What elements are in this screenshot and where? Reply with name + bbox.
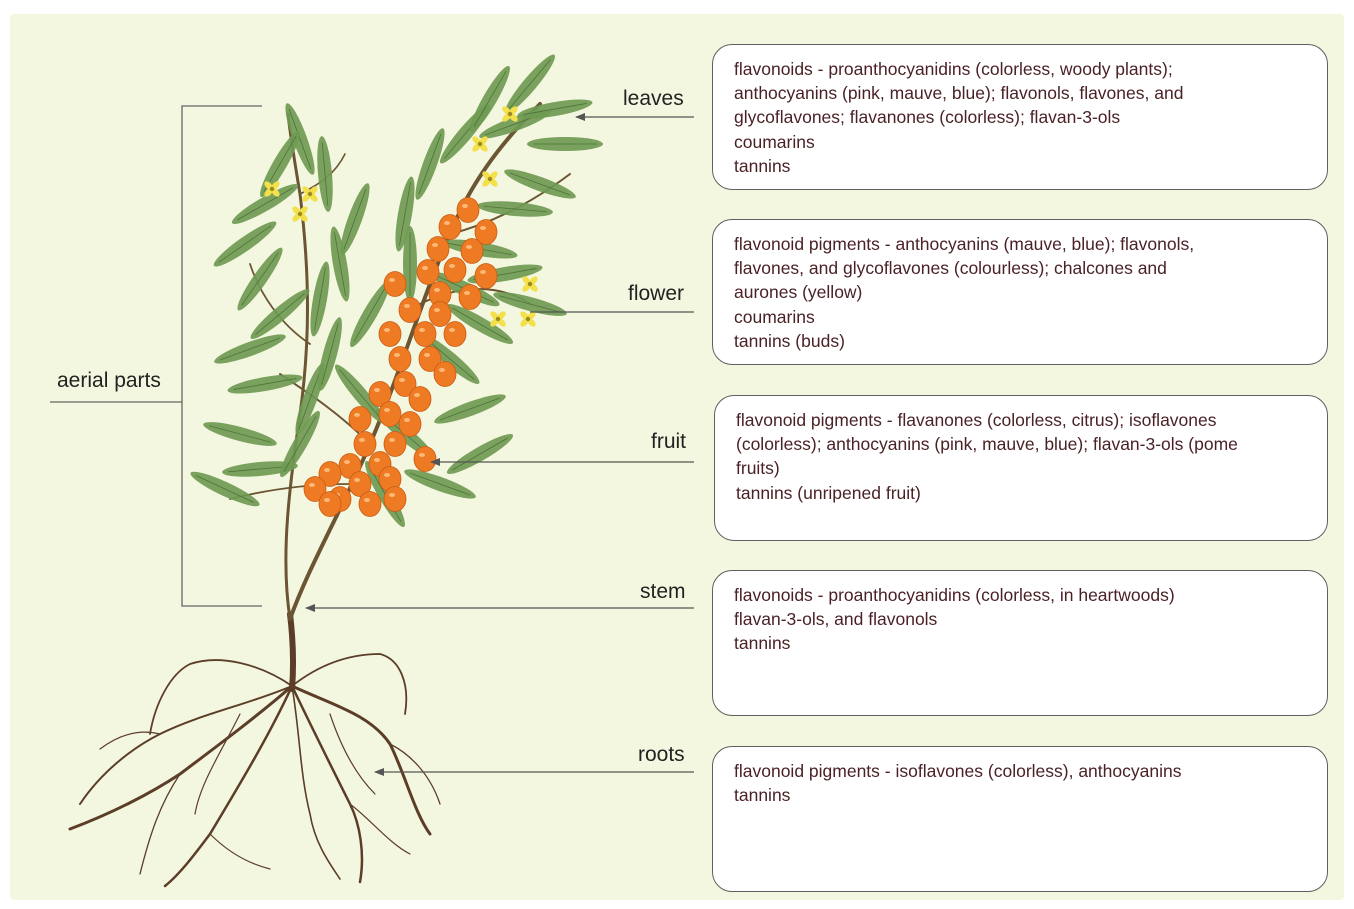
leaves-compound-line: anthocyanins (pink, mauve, blue); flavon… (734, 81, 1311, 105)
roots-info-box: flavonoid pigments - isoflavones (colorl… (712, 746, 1328, 892)
label-stem: stem (640, 580, 686, 604)
diagram-canvas: aerial parts leaves flower fruit stem ro… (10, 14, 1344, 900)
roots-compound-line: tannins (734, 783, 1311, 807)
flower-compound-line: tannins (buds) (734, 329, 1311, 353)
fruit-info-box: flavonoid pigments - flavanones (colorle… (714, 395, 1328, 541)
stem-compound-line: flavonoids - proanthocyanidins (colorles… (734, 583, 1311, 607)
roots-icon (70, 614, 440, 886)
leaves-compound-line: tannins (734, 154, 1311, 178)
label-aerial-parts: aerial parts (57, 369, 161, 393)
fruit-compound-line: fruits) (736, 456, 1311, 480)
stem-info-box: flavonoids - proanthocyanidins (colorles… (712, 570, 1328, 716)
flower-compound-line: aurones (yellow) (734, 280, 1311, 304)
leaves-compound-line: glycoflavones; flavanones (colorless); f… (734, 105, 1311, 129)
flower-compound-line: flavonoid pigments - anthocyanins (mauve… (734, 232, 1311, 256)
fruit-compound-line: tannins (unripened fruit) (736, 481, 1311, 505)
leaves-compound-line: flavonoids - proanthocyanidins (colorles… (734, 57, 1311, 81)
roots-compound-line: flavonoid pigments - isoflavones (colorl… (734, 759, 1311, 783)
label-roots: roots (638, 743, 685, 767)
label-flower: flower (628, 282, 684, 306)
fruit-compound-line: (colorless); anthocyanins (pink, mauve, … (736, 432, 1311, 456)
leaves-info-box: flavonoids - proanthocyanidins (colorles… (712, 44, 1328, 190)
flower-info-box: flavonoid pigments - anthocyanins (mauve… (712, 219, 1328, 365)
label-fruit: fruit (651, 430, 686, 454)
leaves-compound-line: coumarins (734, 130, 1311, 154)
flower-compound-line: coumarins (734, 305, 1311, 329)
stem-compound-line: tannins (734, 631, 1311, 655)
flower-compound-line: flavones, and glycoflavones (colourless)… (734, 256, 1311, 280)
label-leaves: leaves (623, 87, 684, 111)
stem-compound-line: flavan-3-ols, and flavonols (734, 607, 1311, 631)
fruit-compound-line: flavonoid pigments - flavanones (colorle… (736, 408, 1311, 432)
